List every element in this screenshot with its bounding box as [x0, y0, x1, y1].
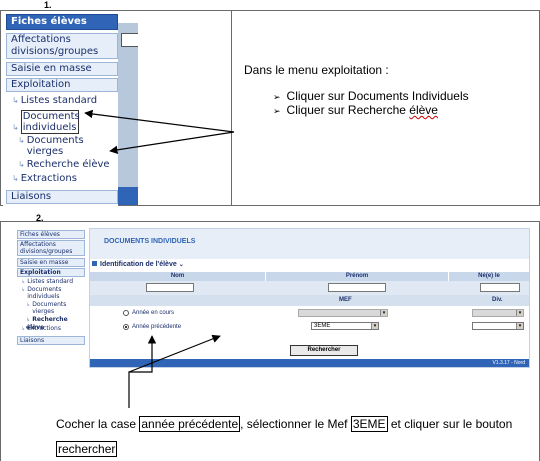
subitem-hook-icon: ↳ [18, 160, 25, 169]
subitem-hook-icon: ↳ [21, 279, 26, 285]
subitem-hook-icon: ↳ [12, 96, 19, 105]
mef-callout: 3EME [350, 416, 388, 432]
subitem-hook-icon: ↳ [12, 174, 19, 183]
documents-individuels-highlight: Documents individuels [20, 110, 80, 134]
menu-fiches-eleves[interactable]: Fiches élèves [6, 14, 118, 30]
dropdown-arrow-icon: ▾ [516, 323, 523, 329]
menu-recherche-eleve-label: Recherche élève [26, 159, 110, 170]
menu-liaisons[interactable]: Liaisons [17, 336, 85, 345]
exploitation-menu-large: Fiches élèves Affectations divisions/gro… [3, 12, 118, 206]
footer-bar: V1.3.17 - Nord [90, 359, 529, 367]
nom-input[interactable] [146, 283, 194, 292]
step-1-number: 1. [44, 0, 52, 10]
menu-exploitation[interactable]: Exploitation [6, 78, 118, 92]
div-select-current: ▾ [472, 309, 524, 317]
subitem-hook-icon: ↳ [26, 317, 31, 323]
dropdown-arrow-icon: ▾ [371, 323, 378, 329]
arrow-bullet-icon: ➢ [273, 106, 281, 116]
column-header-prenom: Prénom [266, 272, 448, 281]
annee-en-cours-radio[interactable] [123, 310, 129, 316]
rechercher-callout: rechercher [56, 441, 118, 457]
prenom-input[interactable] [328, 283, 386, 292]
chevron-down-icon: ⌄ [178, 262, 184, 268]
div-select-previous[interactable]: ▾ [472, 322, 524, 330]
menu-fiches-eleves[interactable]: Fiches élèves [17, 230, 85, 239]
menu-extractions[interactable]: ↳Extractions [6, 173, 118, 184]
page-title: DOCUMENTS INDIVIDUELS [104, 238, 196, 245]
menu-documents-vierges[interactable]: ↳Documents vierges [6, 135, 118, 157]
column-header-mef: MEF [339, 297, 352, 303]
annee-precedente-label: Année précédente [132, 324, 182, 330]
collapse-square-icon [92, 261, 97, 266]
menu-recherche-eleve[interactable]: ↳Recherche élève [26, 316, 68, 331]
step-1-table: Fiches élèves Affectations divisions/gro… [0, 10, 540, 206]
annee-precedente-radio[interactable] [123, 324, 129, 330]
step-2-instructions: Cocher la case année précédente, sélecti… [56, 416, 513, 457]
instruction-item-1: ➢Cliquer sur Documents Individuels [273, 89, 469, 103]
menu-listes-standard[interactable]: ↳Listes standard [21, 278, 74, 285]
subitem-hook-icon: ↳ [21, 287, 26, 293]
menu-documents-individuels[interactable]: ↳Documents individuels [21, 286, 62, 300]
menu-extractions[interactable]: ↳Extractions [21, 325, 61, 332]
menu-recherche-eleve[interactable]: ↳Recherche élève [6, 159, 118, 170]
dropdown-arrow-icon: ▾ [516, 310, 523, 316]
menu-liaisons[interactable]: Liaisons [6, 190, 118, 204]
mef-select-current: ▾ [298, 309, 388, 317]
arrow-bullet-icon: ➢ [273, 92, 281, 102]
instruction-title: Dans le menu exploitation : [244, 63, 389, 77]
subitem-hook-icon: ↳ [12, 123, 19, 132]
annee-en-cours-label: Année en cours [132, 310, 175, 316]
menu-saisie-en-masse[interactable]: Saisie en masse [6, 62, 118, 76]
menu-extractions-label: Extractions [20, 173, 77, 184]
menu-affectations[interactable]: Affectations divisions/groupes [17, 240, 85, 256]
version-label: V1.3.17 - Nord [492, 360, 525, 366]
annee-precedente-callout: année précédente [139, 416, 241, 432]
menu-documents-vierges[interactable]: ↳Documents vierges [26, 301, 67, 315]
menu-exploitation[interactable]: Exploitation [17, 268, 85, 277]
menu-saisie-en-masse[interactable]: Saisie en masse [17, 258, 85, 267]
cropped-input [121, 33, 138, 47]
instruction-item-2: ➢Cliquer sur Recherche élève [273, 103, 438, 117]
subitem-hook-icon: ↳ [21, 326, 26, 332]
menu-documents-vierges-label: Documents vierges [26, 135, 84, 157]
cropped-app-strip [118, 11, 138, 205]
column-header-ne-le: Né(e) le [449, 272, 529, 281]
menu-affectations[interactable]: Affectations divisions/groupes [6, 33, 118, 59]
menu-documents-individuels[interactable]: ↳Documents individuels [6, 110, 118, 134]
column-header-nom: Nom [90, 272, 265, 281]
subitem-hook-icon: ↳ [18, 136, 25, 145]
date-naissance-input[interactable] [480, 283, 520, 292]
step-2-number: 2. [36, 213, 44, 223]
mef-select-previous[interactable]: 3EME ▾ [311, 322, 379, 330]
menu-listes-standard-label: Listes standard [20, 95, 98, 106]
column-header-div: Div. [492, 297, 503, 303]
subitem-hook-icon: ↳ [26, 302, 31, 308]
spellcheck-word: élève [409, 103, 438, 117]
step-2-table: Fiches élèves Affectations divisions/gro… [0, 221, 540, 461]
dropdown-arrow-icon: ▾ [380, 310, 387, 316]
rechercher-button[interactable]: Rechercher [290, 345, 358, 356]
identification-section-title[interactable]: Identification de l'élève ⌄ [92, 261, 184, 268]
mef-selected-value: 3EME [314, 323, 331, 329]
menu-listes-standard[interactable]: ↳Listes standard [6, 95, 118, 106]
documents-individuels-panel: DOCUMENTS INDIVIDUELS Identification de … [89, 228, 530, 368]
